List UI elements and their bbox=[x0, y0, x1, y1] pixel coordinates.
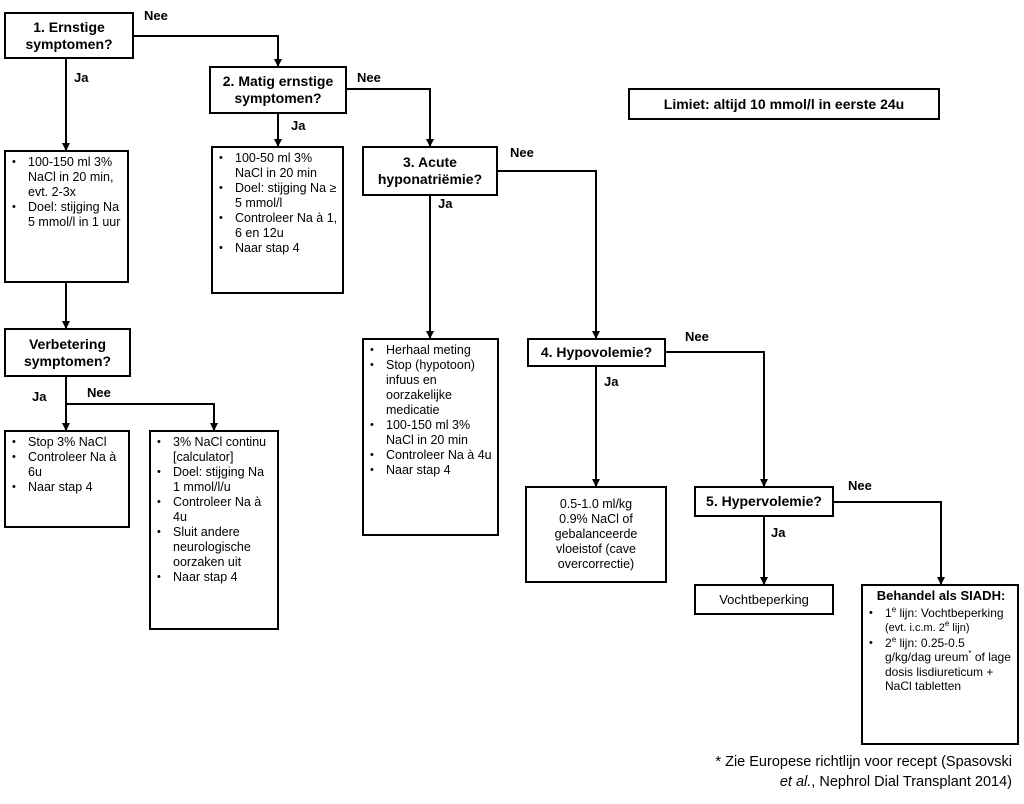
action-box-moderate: 100-50 ml 3% NaCl in 20 min Doel: stijgi… bbox=[211, 146, 344, 294]
label-ja: Ja bbox=[604, 374, 619, 389]
question-text: 4. Hypovolemie? bbox=[540, 344, 653, 360]
question-line-1: 2. Matig ernstige bbox=[222, 73, 334, 89]
list-item: 100-50 ml 3% NaCl in 20 min bbox=[219, 151, 338, 181]
list-item: Naar stap 4 bbox=[157, 570, 273, 585]
question-matig-ernstige-symptomen: 2. Matig ernstige symptomen? bbox=[209, 66, 347, 114]
action-box-vochtbeperking: Vochtbeperking bbox=[694, 584, 834, 615]
action-box-siadh: Behandel als SIADH: 1e lijn: Vochtbeperk… bbox=[861, 584, 1019, 745]
label-nee: Nee bbox=[144, 8, 168, 23]
list-item: Stop 3% NaCl bbox=[12, 435, 124, 450]
action-box-severe: 100-150 ml 3% NaCl in 20 min, evt. 2-3x … bbox=[4, 150, 129, 283]
sup: e bbox=[891, 634, 897, 644]
text-line: 0.9% NaCl of bbox=[559, 512, 633, 526]
footnote-line-2: et al., Nephrol Dial Transplant 2014) bbox=[715, 772, 1012, 792]
label-nee: Nee bbox=[848, 478, 872, 493]
question-verbetering-symptomen: Verbetering symptomen? bbox=[4, 328, 131, 377]
text: (evt. i.c.m. 2 bbox=[885, 622, 945, 634]
list-item: Stop (hypotoon) infuus en oorzakelijke m… bbox=[370, 358, 493, 418]
footnote-citation: , Nephrol Dial Transplant 2014) bbox=[811, 774, 1012, 790]
list-item: 100-150 ml 3% NaCl in 20 min, evt. 2-3x bbox=[12, 155, 123, 200]
action-box-hypovolemie: 0.5-1.0 ml/kg 0.9% NaCl of gebalanceerde… bbox=[525, 486, 667, 583]
text: lijn: 0.25-0.5 g/kg/dag ureum bbox=[885, 635, 969, 665]
question-line-1: 3. Acute bbox=[403, 154, 457, 170]
label-nee: Nee bbox=[87, 385, 111, 400]
label-ja: Ja bbox=[74, 70, 89, 85]
list-item: Doel: stijging Na 5 mmol/l in 1 uur bbox=[12, 200, 123, 230]
list-item: Sluit andere neurologische oorzaken uit bbox=[157, 525, 273, 570]
limit-box: Limiet: altijd 10 mmol/l in eerste 24u bbox=[628, 88, 940, 120]
label-ja: Ja bbox=[291, 118, 306, 133]
label-ja: Ja bbox=[32, 389, 47, 404]
text: of lage dosis lisdiureticum + NaCl table… bbox=[885, 650, 1011, 693]
question-line-2: symptomen? bbox=[23, 352, 112, 369]
list-item: 3% NaCl continu [calculator] bbox=[157, 435, 273, 465]
list-item: Controleer Na à 4u bbox=[370, 448, 493, 463]
label-nee: Nee bbox=[685, 329, 709, 344]
list-item: Naar stap 4 bbox=[370, 463, 493, 478]
sup: e bbox=[891, 604, 897, 614]
footnote: * Zie Europese richtlijn voor recept (Sp… bbox=[715, 752, 1012, 792]
list-item: Herhaal meting bbox=[370, 343, 493, 358]
list-item: Controleer Na à 6u bbox=[12, 450, 124, 480]
text: lijn) bbox=[949, 622, 970, 634]
question-text: 5. Hypervolemie? bbox=[706, 493, 822, 509]
question-line-2: hyponatriëmie? bbox=[377, 171, 483, 187]
text-line: overcorrectie) bbox=[557, 557, 635, 571]
footnote-et-al: et al. bbox=[779, 774, 812, 790]
action-box-improvement-yes: Stop 3% NaCl Controleer Na à 6u Naar sta… bbox=[4, 430, 130, 528]
question-line-1: Verbetering bbox=[28, 335, 107, 352]
list-item: Naar stap 4 bbox=[219, 241, 338, 256]
label-nee: Nee bbox=[510, 145, 534, 160]
siadh-title: Behandel als SIADH: bbox=[876, 588, 1006, 603]
text: 1 bbox=[885, 605, 892, 620]
question-line-1: 1. Ernstige bbox=[33, 18, 105, 35]
sup: e bbox=[944, 619, 950, 628]
footnote-line-1: * Zie Europese richtlijn voor recept (Sp… bbox=[715, 754, 1012, 770]
list-item: Doel: stijging Na 1 mmol/l/u bbox=[157, 465, 273, 495]
text: lijn: Vochtbeperking bbox=[896, 605, 1004, 620]
list-item: 100-150 ml 3% NaCl in 20 min bbox=[370, 418, 493, 448]
list-item: Controleer Na à 4u bbox=[157, 495, 273, 525]
list-item: 1e lijn: Vochtbeperking(evt. i.c.m. 2e l… bbox=[869, 604, 1013, 636]
text-line: vloeistof (cave bbox=[556, 542, 636, 556]
question-ernstige-symptomen: 1. Ernstige symptomen? bbox=[4, 12, 134, 59]
text-line: gebalanceerde bbox=[554, 527, 638, 541]
sup: * bbox=[968, 649, 972, 658]
label-ja: Ja bbox=[771, 525, 786, 540]
list-item: Doel: stijging Na ≥ 5 mmol/l bbox=[219, 181, 338, 211]
question-line-2: symptomen? bbox=[25, 35, 113, 52]
question-hypervolemie: 5. Hypervolemie? bbox=[694, 486, 834, 517]
text-line: 0.5-1.0 ml/kg bbox=[559, 497, 633, 511]
limit-text: Limiet: altijd 10 mmol/l in eerste 24u bbox=[663, 96, 905, 112]
question-acute-hyponatriemie: 3. Acute hyponatriëmie? bbox=[362, 146, 498, 196]
list-item: Naar stap 4 bbox=[12, 480, 124, 495]
text-line: Vochtbeperking bbox=[719, 592, 809, 607]
question-line-2: symptomen? bbox=[234, 90, 322, 106]
action-box-acute: Herhaal meting Stop (hypotoon) infuus en… bbox=[362, 338, 499, 536]
list-item: 2e lijn: 0.25-0.5 g/kg/dag ureum* of lag… bbox=[869, 634, 1013, 694]
label-ja: Ja bbox=[438, 196, 453, 211]
label-nee: Nee bbox=[357, 70, 381, 85]
text: 2 bbox=[885, 635, 892, 650]
list-item: Controleer Na à 1, 6 en 12u bbox=[219, 211, 338, 241]
question-hypovolemie: 4. Hypovolemie? bbox=[527, 338, 666, 367]
action-box-improvement-no: 3% NaCl continu [calculator] Doel: stijg… bbox=[149, 430, 279, 630]
